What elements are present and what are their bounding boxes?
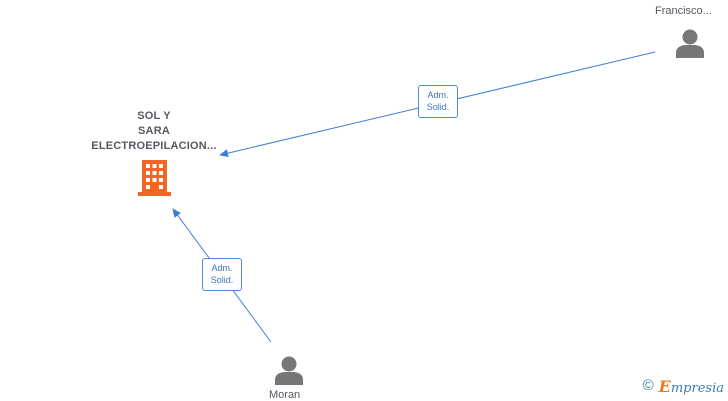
edge-label-line-2: Solid. <box>426 102 450 112</box>
company-name-line-3: ELECTROEPILACION... <box>91 140 217 152</box>
edge-label-francisco[interactable]: Adm. Solid. <box>418 85 458 118</box>
person-name-francisco[interactable]: Francisco... <box>655 5 712 17</box>
edge-label-moran[interactable]: Adm. Solid. <box>202 258 242 291</box>
company-name-line-2: SARA <box>138 125 170 137</box>
person-name-moran[interactable]: Moran <box>269 389 301 401</box>
copyright-icon: © <box>642 377 654 394</box>
building-icon[interactable] <box>138 160 171 196</box>
edge-label-line-2: Solid. <box>210 275 234 285</box>
edge-label-line-1: Adm. <box>427 90 449 100</box>
brand-rest: mpresia <box>670 380 724 396</box>
edge-label-line-1: Adm. <box>211 263 233 273</box>
company-name-line-1: SOL Y <box>137 110 171 122</box>
brand-watermark: © Empresia <box>643 376 724 396</box>
person-icon[interactable] <box>273 355 305 385</box>
brand-name: Empresia <box>659 377 724 396</box>
brand-initial: E <box>658 376 671 396</box>
company-name[interactable]: SOL Y SARA ELECTROEPILACION... <box>74 109 234 154</box>
person-icon[interactable] <box>674 28 706 58</box>
